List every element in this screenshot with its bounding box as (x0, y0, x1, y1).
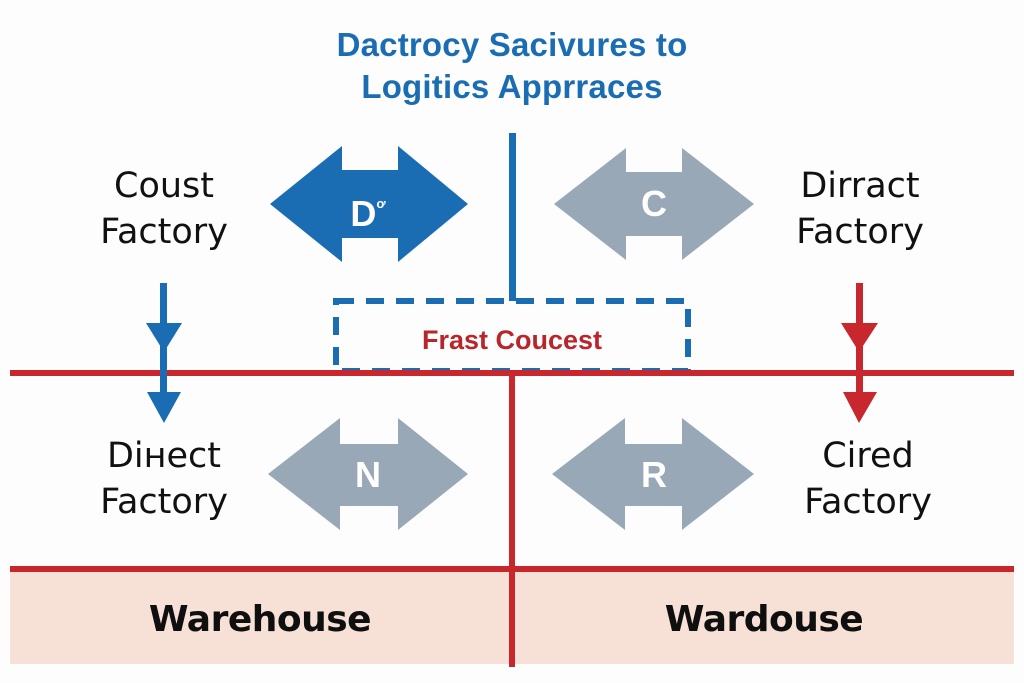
right-down-arrow (841, 283, 878, 423)
arrow-r-letter: R (641, 454, 667, 495)
node-top-left: Coust Factory (64, 163, 264, 255)
arrow-n-letter: N (355, 454, 381, 495)
node-bottom-right-line2: Factory (804, 482, 932, 522)
node-bottom-right-line1: Cired (822, 436, 914, 476)
arrow-d-label: Dơ (338, 184, 398, 234)
diagram-title-line2: Logitics Apprraces (361, 68, 663, 105)
node-top-left-line1: Coust (114, 166, 214, 206)
node-bottom-left-line2: Factory (100, 482, 228, 522)
node-bottom-left-line1: Diнect (106, 436, 222, 476)
arrow-d-superscript: ơ (376, 196, 386, 211)
double-arrow-r (552, 418, 754, 530)
double-arrow-c (554, 148, 754, 260)
left-down-arrow (146, 283, 182, 423)
center-top-divider (509, 133, 516, 301)
warehouse-right-label: Wardouse (664, 599, 864, 640)
diagram-title-line1: Dactrocy Sacivures to (336, 26, 688, 63)
node-top-left-line2: Factory (100, 212, 228, 252)
warehouse-left-cell (10, 572, 510, 664)
warehouse-left-label: Warehouse (148, 599, 372, 640)
double-arrow-n (268, 418, 468, 530)
arrow-d-letter: D (350, 193, 377, 234)
node-top-right-line2: Factory (796, 212, 924, 252)
double-arrow-d (270, 146, 468, 262)
node-bottom-right: Cired Factory (768, 433, 968, 525)
center-bottom-divider (509, 373, 515, 667)
node-top-right-line1: Dirract (800, 166, 920, 206)
warehouse-right-cell (514, 572, 1014, 664)
node-bottom-left: Diнect Factory (64, 433, 264, 525)
center-box-label: Frast Coucest (421, 325, 603, 355)
warehouse-top-divider (10, 566, 1014, 572)
node-top-right: Dirract Factory (760, 163, 960, 255)
arrow-c-letter: C (641, 183, 667, 224)
